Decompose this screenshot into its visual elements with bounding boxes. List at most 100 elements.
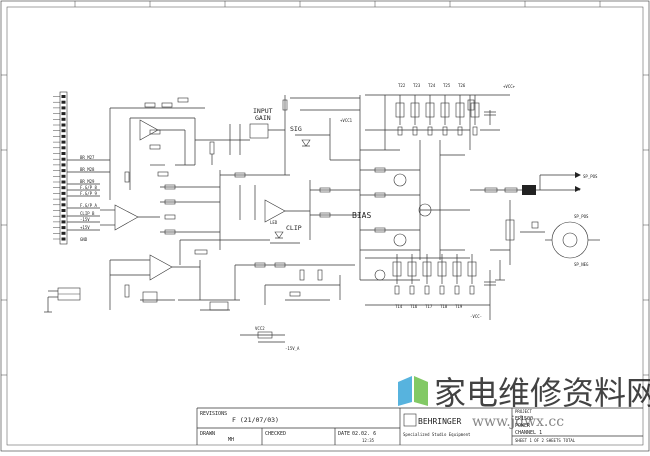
net-label-fgp9: F.G/P 9 — [80, 191, 97, 196]
connector-pin — [61, 191, 66, 195]
connector-pin — [61, 203, 66, 207]
connector-pin — [61, 163, 66, 167]
input-connector: BR_M27 BR_M28 BR_M29 F.G/P 8 F.G/P 9 F.G… — [53, 91, 110, 245]
output-transistor-bottom-emitter-resistor — [409, 285, 415, 295]
output-transistor-top-emitter-resistor — [397, 126, 403, 136]
aux-connector — [44, 287, 81, 313]
connector-pin — [61, 140, 66, 144]
transistor-t16: T16 — [410, 304, 418, 309]
clip-led: CLIP LED — [270, 220, 302, 244]
opamp-ic1b — [114, 204, 139, 231]
label-vcc1: +VCC1 — [340, 118, 353, 123]
label-vcc-neg: -VCC- — [470, 314, 482, 319]
speaker-jack — [551, 221, 589, 259]
net-label-gnd: GND — [80, 237, 88, 242]
net-label-pos15: +15V — [80, 225, 90, 230]
watermark-logo-icon — [398, 376, 428, 406]
input-gain-pot: INPUT GAIN — [229, 95, 360, 175]
project-value: EP1500 — [515, 416, 533, 422]
title-line1: POWER — [515, 423, 531, 429]
net-label-brm27: BR_M27 — [80, 155, 95, 160]
connector-pin — [61, 174, 66, 178]
label-input: INPUT — [253, 107, 273, 115]
transistor-t26: T26 — [458, 83, 466, 88]
label-gain: GAIN — [255, 114, 271, 122]
connector-pin — [61, 237, 66, 241]
output-transistor-top-emitter-resistor — [457, 126, 463, 136]
opamp-ic1a — [139, 119, 159, 141]
output-bank-top: T22 T23 T24 T25 T26 +VCC+ — [365, 83, 516, 150]
connector-pin — [61, 180, 66, 184]
output-transistor-top-emitter-resistor — [412, 126, 418, 136]
connector-pin — [61, 231, 66, 235]
label-sp-pos: SP_POS — [583, 174, 598, 179]
transistor-t18: T18 — [440, 304, 448, 309]
label-clip: CLIP — [286, 224, 302, 232]
watermark-domain: www.jdwx.cc — [472, 414, 564, 430]
signal-led: SIG +VCC1 — [290, 109, 360, 161]
output-transistor-top-emitter-resistor — [442, 126, 448, 136]
transistor-t19: T19 — [455, 304, 463, 309]
watermark: 家电维修资料网 www.jdwx.cc — [398, 374, 650, 430]
output-transistor-top-emitter-resistor — [427, 126, 433, 136]
project-label: PROJECT — [515, 409, 532, 414]
checked-label: CHECKED — [265, 431, 286, 437]
label-sig: SIG — [290, 125, 302, 133]
transistor-t23: T23 — [413, 83, 421, 88]
connector-pin — [61, 226, 66, 230]
label-bias: BIAS — [352, 211, 371, 220]
time-value: 12:35 — [362, 438, 375, 443]
output-transistor-bottom-emitter-resistor — [424, 285, 430, 295]
transistor-t24: T24 — [428, 83, 436, 88]
connector-pin — [61, 152, 66, 155]
output-coil — [522, 185, 536, 195]
connector-pin — [61, 220, 66, 224]
output-bank-bottom: T14 T16 T17 T18 T19 -VCC- — [365, 254, 496, 320]
output-transistor-bottom-emitter-resistor — [469, 285, 475, 295]
label-sp-pos-jack: SP_POS — [574, 214, 589, 219]
bias-network-lower: VCC2 -15V_A — [178, 262, 355, 351]
net-label-brm29: BR_M29 — [80, 179, 95, 184]
label-sp-neg: SP_NEG — [574, 262, 589, 267]
connector-pin — [61, 106, 66, 110]
label-vcc-pos: +VCC+ — [503, 84, 516, 89]
label-15v-neg: -15V_A — [285, 346, 300, 351]
opamp-ic2 — [264, 199, 286, 223]
date-value: 02.02. 6 — [352, 431, 376, 437]
sheet-info: SHEET 1 OF 2 SHEETS TOTAL — [515, 438, 576, 443]
company-logo-text: BEHRINGER — [418, 417, 462, 426]
watermark-cn-text: 家电维修资料网 — [434, 374, 650, 412]
net-label-clipb: CLIP B — [80, 211, 95, 216]
limiter-stage — [109, 254, 240, 311]
revisions-label: REVISIONS — [200, 411, 227, 417]
net-label-fgpa: F.G/P A — [80, 203, 97, 208]
connector-pin — [61, 100, 66, 104]
transistor-t22: T22 — [398, 83, 406, 88]
label-vcc2: VCC2 — [255, 326, 265, 331]
drawn-label: DRAWN — [200, 431, 215, 437]
input-stage — [109, 97, 250, 200]
connector-pin — [61, 112, 66, 116]
drawn-by: MH — [228, 437, 234, 443]
connector-pin — [61, 157, 66, 161]
driver-stage — [100, 170, 360, 265]
connector-pin — [61, 117, 66, 121]
output-network: SP_POS SP_POS SP_NEG — [470, 172, 600, 281]
connector-pin — [61, 95, 66, 98]
net-label-neg15: -15V — [80, 217, 90, 222]
connector-pin — [61, 186, 66, 190]
revision-value: F (21/07/03) — [232, 416, 279, 424]
connector-pin — [61, 123, 66, 127]
output-transistor-bottom-emitter-resistor — [439, 285, 445, 295]
output-transistor-bottom-emitter-resistor — [454, 285, 460, 295]
transistor-t25: T25 — [443, 83, 451, 88]
output-transistor-bottom-emitter-resistor — [394, 285, 400, 295]
label-clip-led: LED — [270, 220, 278, 225]
connector-pin — [61, 169, 66, 173]
transistor-t14: T14 — [395, 304, 403, 309]
connector-pin — [61, 129, 66, 133]
connector-pin — [61, 197, 66, 201]
